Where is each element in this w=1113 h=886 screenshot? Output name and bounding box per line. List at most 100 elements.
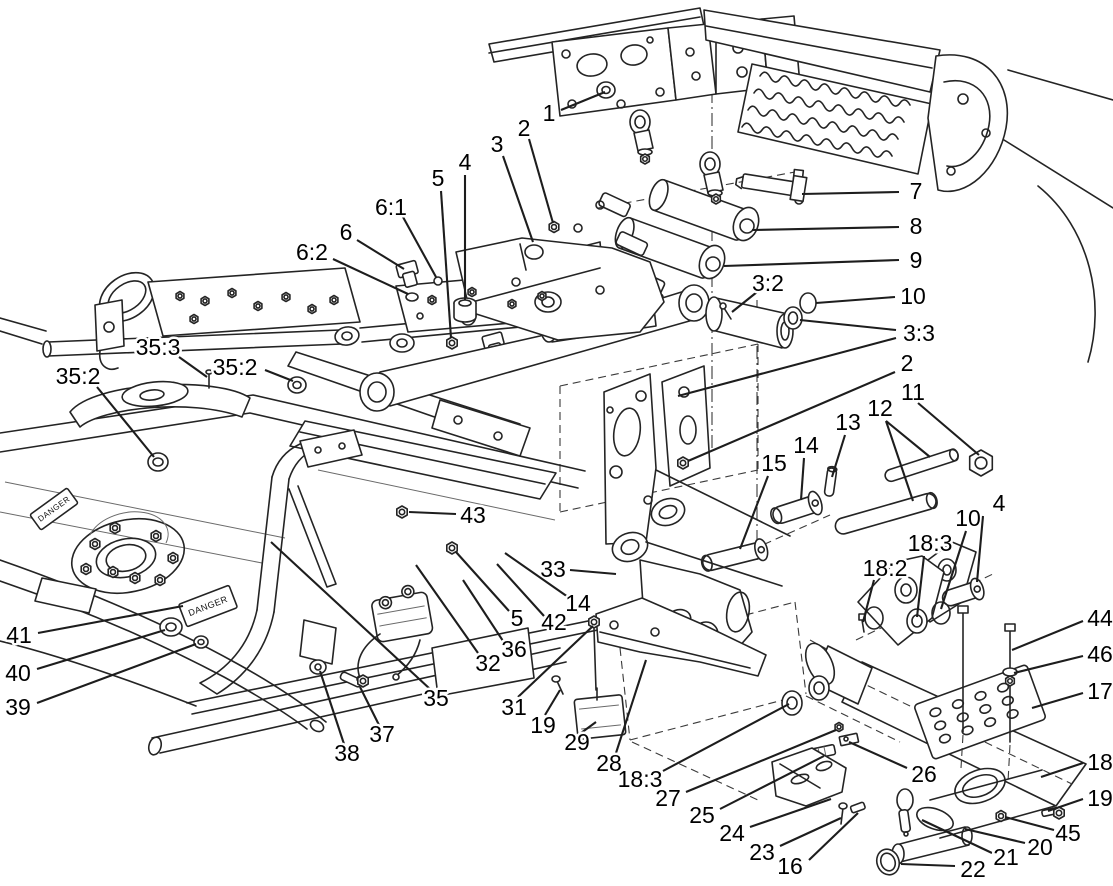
callout-24: 24 [719, 820, 745, 846]
leader-line-12 [885, 420, 914, 502]
leader-line-18:3 [662, 703, 790, 772]
callout-5: 5 [432, 165, 445, 191]
callout-14: 14 [793, 432, 819, 458]
callout-2: 2 [518, 115, 531, 141]
hex-nut-icon [587, 615, 601, 629]
leader-line-18 [1040, 762, 1084, 778]
hex-nut-icon [710, 193, 722, 205]
callout-3:3: 3:3 [903, 320, 935, 346]
leader-line-46 [1013, 654, 1084, 675]
callout-37: 37 [369, 721, 395, 747]
leader-line-16 [808, 812, 859, 861]
callout-33: 33 [540, 556, 566, 582]
leader-line-4 [975, 515, 985, 583]
callout-19: 19 [1087, 785, 1113, 811]
hex-nut-icon [89, 537, 101, 551]
callout-20: 20 [1027, 834, 1053, 860]
leader-line-35 [270, 541, 431, 690]
leader-line-43 [408, 510, 457, 516]
callout-17: 17 [1087, 678, 1113, 704]
hex-nut-icon [80, 562, 92, 576]
hex-nut-bore [398, 508, 406, 516]
callout-45: 45 [1055, 820, 1081, 846]
leader-line-11 [917, 402, 980, 456]
callout-25: 25 [689, 802, 715, 828]
leader-line-35:2 [96, 386, 155, 458]
hex-nut-icon [445, 336, 459, 350]
hex-nut-icon [395, 505, 409, 519]
callout-35:2: 35:2 [213, 354, 258, 380]
leader-line-10 [940, 530, 967, 610]
callout-18:3: 18:3 [908, 530, 953, 556]
leader-line-3:3 [677, 336, 897, 398]
leader-line-3:2 [731, 291, 758, 313]
callout-41: 41 [6, 622, 32, 648]
leader-line-22 [900, 862, 956, 868]
leader-line-25 [719, 755, 825, 810]
callout-4: 4 [993, 490, 1006, 516]
callout-6:2: 6:2 [296, 239, 328, 265]
callout-18:3: 18:3 [618, 766, 663, 792]
callout-44: 44 [1087, 605, 1113, 631]
hex-nut-bore [974, 456, 988, 470]
hex-nut-icon [968, 449, 994, 477]
leader-line-38 [319, 670, 345, 745]
callout-27: 27 [655, 785, 681, 811]
callout-29: 29 [564, 729, 590, 755]
danger-decal: DANGER [178, 584, 238, 628]
hex-nut-bore [169, 554, 177, 562]
leader-line-8 [751, 225, 900, 232]
hex-nut-bore [229, 290, 235, 296]
callout-18:2: 18:2 [863, 555, 908, 581]
callout-46: 46 [1087, 641, 1113, 667]
callout-18: 18 [1087, 749, 1113, 775]
leader-line-3:3 [799, 318, 897, 332]
callout-31: 31 [501, 694, 527, 720]
leader-line-10 [815, 295, 896, 305]
leader-line-19 [544, 689, 561, 716]
leader-line-35:3 [178, 356, 208, 378]
hex-nut-bore [91, 540, 99, 548]
callout-3: 3 [491, 131, 504, 157]
callout-10: 10 [900, 283, 926, 309]
hex-nut-bore [359, 677, 367, 685]
leader-line-17 [1031, 691, 1084, 710]
hydraulic-cylinders [573, 81, 808, 301]
callout-3:2: 3:2 [752, 270, 784, 296]
hex-nut-bore [1006, 677, 1014, 685]
leader-line-45 [1004, 815, 1055, 832]
callout-7: 7 [910, 178, 923, 204]
hex-nut-icon [329, 294, 339, 306]
callout-9: 9 [910, 247, 923, 273]
decal-outline [178, 584, 238, 628]
leader-line-27 [685, 729, 837, 793]
callout-32: 32 [475, 650, 501, 676]
hex-nut-bore [109, 568, 117, 576]
callout-14: 14 [565, 590, 591, 616]
leader-line-39 [36, 643, 197, 704]
callout-1: 1 [543, 100, 556, 126]
callout-16: 16 [777, 853, 803, 879]
leader-line-20 [964, 827, 1026, 845]
hex-nut-bore [429, 297, 435, 303]
leader-line-1 [560, 91, 606, 111]
leader-line-6 [356, 239, 405, 270]
callout-23: 23 [749, 839, 775, 865]
callout-35: 35 [423, 685, 449, 711]
hex-nut-icon [507, 298, 517, 310]
hex-nut-icon [200, 295, 210, 307]
hex-nut-icon [537, 290, 547, 302]
leader-line-5 [439, 190, 453, 339]
hex-nut-icon [427, 294, 437, 306]
hex-nut-icon [189, 313, 199, 325]
callout-21: 21 [993, 844, 1019, 870]
leader-line-13 [830, 434, 847, 478]
hex-nut-bore [283, 294, 289, 300]
callout-26: 26 [911, 761, 937, 787]
leader-line-19 [1047, 798, 1084, 812]
hex-nut-bore [202, 298, 208, 304]
callout-8: 8 [910, 213, 923, 239]
hex-nut-icon [467, 286, 477, 298]
